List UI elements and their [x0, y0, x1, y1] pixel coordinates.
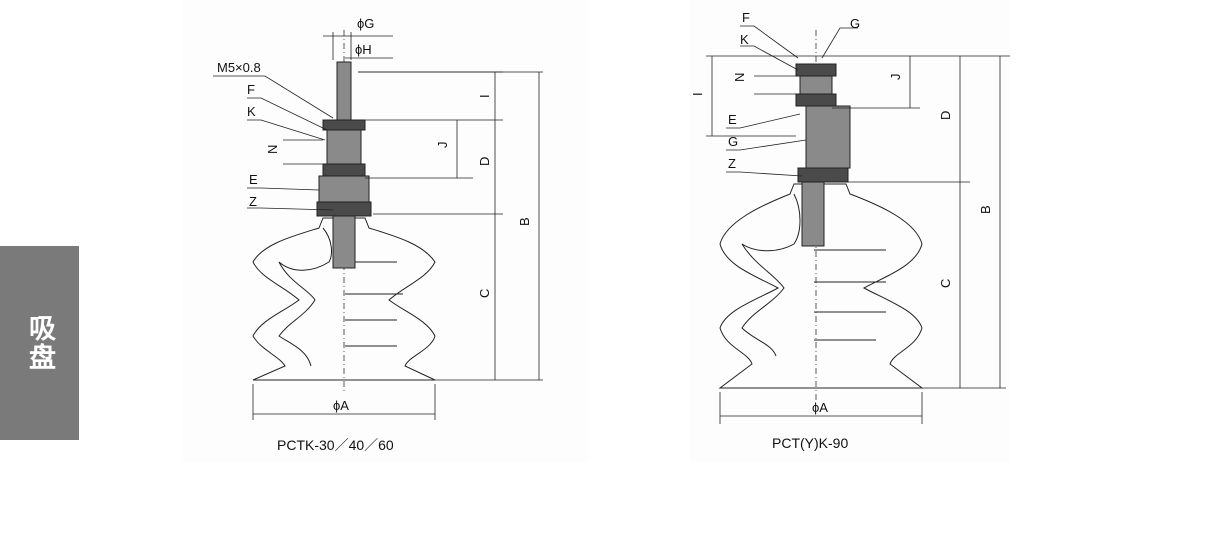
hex-body-right: [805, 105, 851, 169]
side-tab-label: 吸盘: [24, 314, 55, 372]
label-K: K: [247, 104, 256, 119]
flange: [316, 201, 372, 217]
label-E: E: [249, 172, 258, 187]
label-phiG: ϕG: [357, 16, 374, 31]
drawing-pctyk: F G K N I E G Z J D B C ϕA PCT(Y)K-90: [690, 10, 1010, 451]
drawing-panel-pctyk: F G K N I E G Z J D B C ϕA PCT(Y)K-90: [690, 0, 1010, 462]
nut-upper: [322, 119, 366, 131]
label-Z: Z: [249, 194, 257, 209]
label-J-right: J: [888, 74, 903, 81]
caption-pctyk: PCT(Y)K-90: [772, 435, 848, 451]
drawing-panel-pctk: ϕG ϕH M5×0.8 F K N E Z I J D B C ϕA PCTK…: [183, 0, 588, 462]
label-I-right: I: [690, 92, 705, 96]
label-D-right: D: [938, 111, 953, 120]
label-N: N: [265, 145, 280, 154]
drawing-pctk: ϕG ϕH M5×0.8 F K N E Z I J D B C ϕA PCTK…: [213, 16, 543, 453]
label-C-right: C: [938, 279, 953, 288]
label-G-side: G: [728, 134, 738, 149]
label-I: I: [477, 94, 492, 98]
label-C: C: [477, 289, 492, 298]
label-F-right: F: [742, 10, 750, 25]
label-K-right: K: [740, 32, 749, 47]
label-Z-right: Z: [728, 156, 736, 171]
hex-body: [318, 175, 370, 203]
label-B-right: B: [978, 205, 993, 214]
side-category-tab: 吸盘: [0, 246, 79, 440]
label-N-right: N: [732, 73, 747, 82]
label-phiA: ϕA: [333, 398, 349, 413]
label-phiA-right: ϕA: [812, 400, 828, 415]
label-G-top: G: [850, 16, 860, 31]
caption-pctk: PCTK-30／40／60: [277, 437, 394, 453]
label-B: B: [517, 217, 532, 226]
thread-stem: [336, 61, 352, 121]
label-F: F: [247, 82, 255, 97]
label-J: J: [435, 142, 450, 149]
label-thread: M5×0.8: [217, 60, 261, 75]
label-phiH: ϕH: [355, 42, 372, 57]
label-D: D: [477, 157, 492, 166]
bellows-inner-line: [278, 227, 332, 367]
label-E-right: E: [728, 112, 737, 127]
